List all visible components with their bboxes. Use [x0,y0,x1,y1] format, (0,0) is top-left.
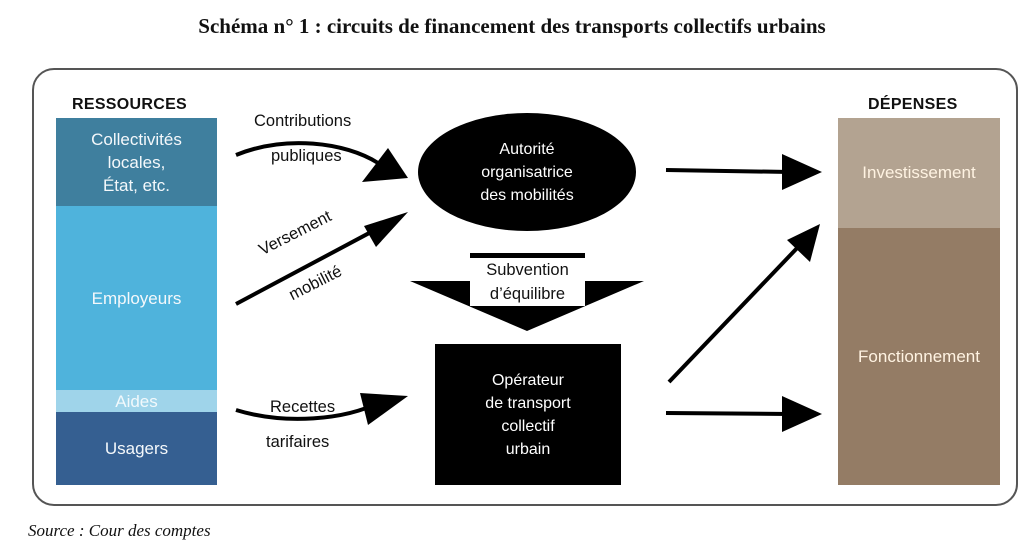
operateur-label-line2: de transport [485,394,571,412]
operateur-to-fonctionnement-arrowhead [782,396,822,432]
usagers-block: Usagers [56,412,217,485]
contributions-arrow [235,141,380,165]
source-note: Source : Cour des comptes [28,521,211,540]
diagram-title: Schéma n° 1 : circuits de financement de… [198,14,826,38]
operateur-label-line1: Opérateur [491,371,565,389]
collectivites-label-line3: État, etc. [102,175,171,195]
aides-label: Aides [115,391,158,411]
versement-arrow [235,221,389,306]
collectivites-label-line2: locales, [107,152,166,172]
contributions-label-line2: publiques [271,147,342,165]
investissement-block: Investissement [838,118,1000,228]
versement-arrowhead [364,212,408,247]
operateur-label-line3: collectif [501,417,555,435]
subvention-label-line1: Subvention [486,261,569,279]
autorite-to-investissement-arrowhead [782,154,822,190]
operateur-to-investissement-arrowhead [787,224,820,262]
operateur-to-investissement-arrow [667,243,802,384]
collectivites-label-line1: Collectivités [91,129,182,149]
operateur-label-line4: urbain [505,440,551,458]
depenses-header: DÉPENSES [868,96,958,113]
autorite-organisatrice-node: Autorité organisatrice des mobilités [418,113,636,231]
ressources-header: RESSOURCES [72,96,188,113]
autorite-label-line1: Autorité [499,140,555,158]
operateur-to-fonctionnement-arrow [665,411,791,416]
investissement-label: Investissement [862,163,976,182]
usagers-label: Usagers [104,439,169,458]
recettes-arrowhead [360,393,408,425]
aides-block: Aides [56,390,217,412]
subvention-label-line2: d’équilibre [489,285,566,303]
autorite-label-line2: organisatrice [481,163,573,181]
autorite-label-line3: des mobilités [480,186,574,204]
employeurs-label: Employeurs [91,288,182,308]
employeurs-block: Employeurs [56,206,217,390]
collectivites-block: Collectivités locales, État, etc. [56,118,217,206]
recettes-label-line1: Recettes [270,398,336,416]
recettes-label-line2: tarifaires [266,433,330,451]
operateur-node: Opérateur de transport collectif urbain [435,344,621,485]
contributions-label-line1: Contributions [254,112,352,130]
subvention-label: Subvention d’équilibre [470,258,585,306]
fonctionnement-block: Fonctionnement [838,228,1000,485]
contributions-arrowhead [362,148,408,182]
fonctionnement-label: Fonctionnement [858,346,980,366]
autorite-to-investissement-arrow [665,168,791,174]
diagram-frame [32,68,1018,506]
